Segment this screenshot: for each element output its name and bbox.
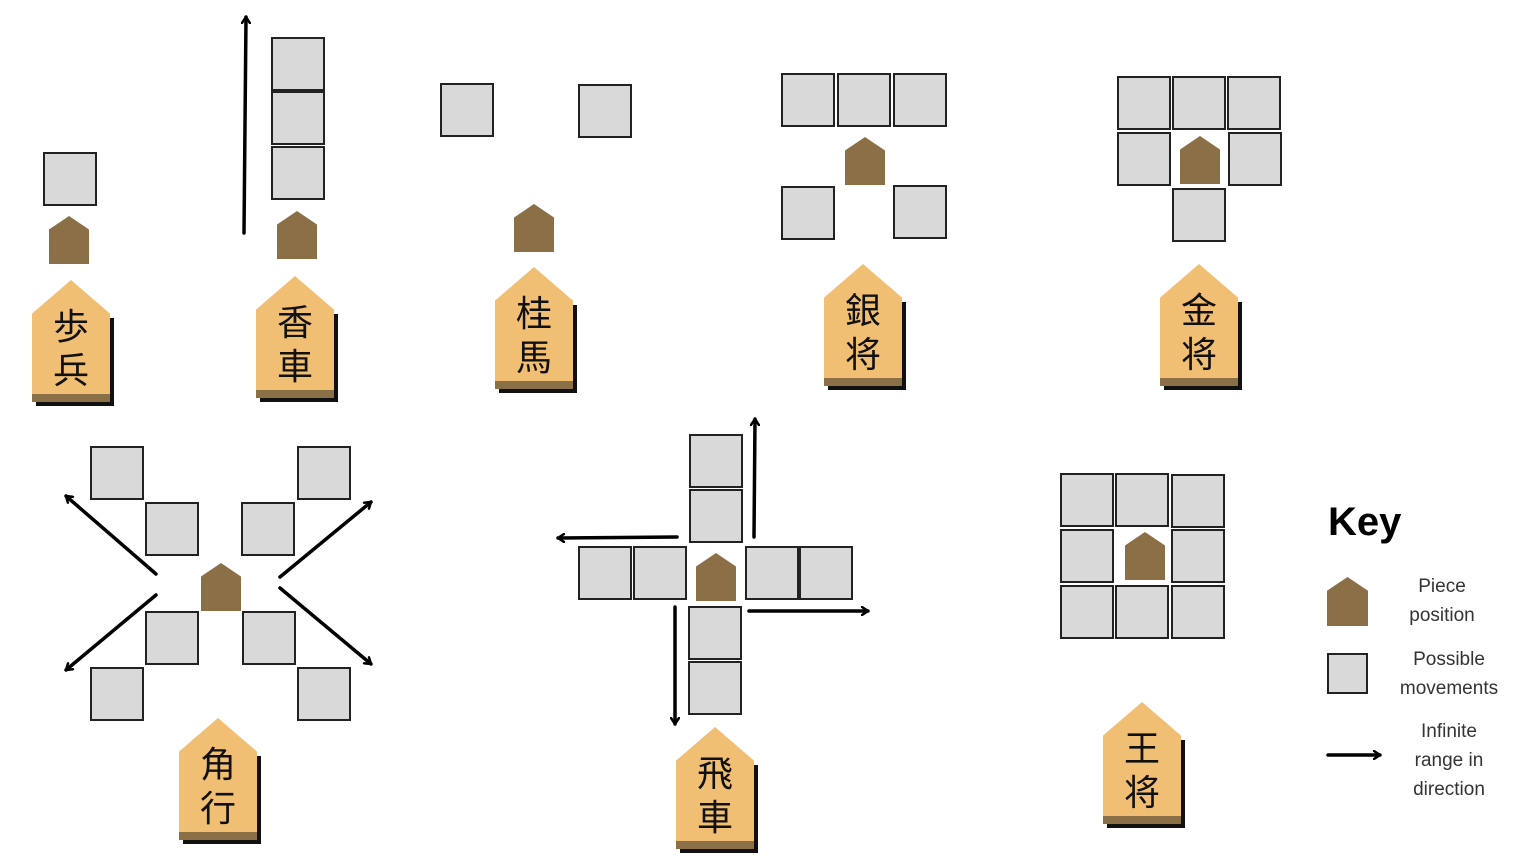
kanji-char: 飛 xyxy=(696,754,733,795)
kanji-char: 桂 xyxy=(515,294,552,335)
move-square xyxy=(1172,188,1226,242)
move-square xyxy=(688,661,742,715)
piece-position-icon xyxy=(845,137,885,185)
arrow-up-left-icon xyxy=(64,494,158,576)
move-square xyxy=(893,73,947,127)
move-square xyxy=(440,83,494,137)
move-square xyxy=(1227,76,1281,130)
move-square xyxy=(689,489,743,543)
move-square xyxy=(1171,529,1225,583)
move-square xyxy=(781,186,835,240)
silver-piece: 銀将 xyxy=(824,264,906,390)
move-square xyxy=(1115,585,1169,639)
move-square xyxy=(1172,76,1226,130)
kanji-char: 王 xyxy=(1123,729,1160,770)
kanji-char: 金 xyxy=(1180,291,1217,332)
move-square xyxy=(90,667,144,721)
kanji-char: 車 xyxy=(276,347,313,388)
piece-position-icon xyxy=(696,553,736,601)
rook-piece: 飛車 xyxy=(676,727,758,853)
move-square xyxy=(297,667,351,721)
kanji-char: 将 xyxy=(1180,335,1217,376)
possible-movement-square-icon xyxy=(1327,653,1368,694)
move-square xyxy=(297,446,351,500)
knight-piece: 桂馬 xyxy=(495,267,577,393)
move-square xyxy=(1171,585,1225,639)
gold-piece: 金将 xyxy=(1160,264,1242,390)
piece-position-icon xyxy=(277,211,317,259)
kanji-char: 香 xyxy=(276,303,313,344)
move-square xyxy=(271,91,325,145)
move-square xyxy=(43,152,97,206)
piece-position-icon xyxy=(1327,577,1368,626)
move-square xyxy=(781,73,835,127)
lance-piece: 香車 xyxy=(256,276,338,402)
move-square xyxy=(271,146,325,200)
move-square xyxy=(1060,529,1114,583)
move-square xyxy=(1171,474,1225,528)
arrow-up-icon xyxy=(244,15,246,235)
move-square xyxy=(1117,76,1171,130)
move-square xyxy=(745,546,799,600)
move-square xyxy=(688,606,742,660)
move-square xyxy=(578,546,632,600)
move-square xyxy=(578,84,632,138)
move-square xyxy=(1060,585,1114,639)
move-square xyxy=(1060,473,1114,527)
move-square xyxy=(90,446,144,500)
kanji-char: 車 xyxy=(696,798,733,839)
move-square xyxy=(893,185,947,239)
move-square xyxy=(1117,132,1171,186)
kanji-char: 兵 xyxy=(52,351,89,392)
move-square xyxy=(145,502,199,556)
piece-position-icon xyxy=(514,204,554,252)
pawn-piece: 歩兵 xyxy=(32,280,114,406)
kanji-char: 銀 xyxy=(844,291,881,332)
move-square xyxy=(1228,132,1282,186)
kanji-char: 行 xyxy=(199,789,236,830)
king-piece: 王将 xyxy=(1103,702,1185,828)
piece-position-icon xyxy=(49,216,89,264)
move-square xyxy=(145,611,199,665)
kanji-char: 将 xyxy=(1123,773,1160,814)
move-square xyxy=(241,502,295,556)
move-square xyxy=(242,611,296,665)
arrow-left-icon xyxy=(556,537,679,538)
kanji-char: 馬 xyxy=(515,338,552,379)
kanji-char: 将 xyxy=(844,335,881,376)
legend-title: Key xyxy=(1328,500,1402,544)
move-square xyxy=(837,73,891,127)
bishop-piece: 角行 xyxy=(179,718,261,844)
piece-position-icon xyxy=(1180,136,1220,184)
move-square xyxy=(633,546,687,600)
arrow-down-left-icon xyxy=(64,593,158,672)
move-square xyxy=(1115,473,1169,527)
move-square xyxy=(689,434,743,488)
kanji-char: 角 xyxy=(199,745,236,786)
move-square xyxy=(799,546,853,600)
move-square xyxy=(271,37,325,91)
kanji-char: 歩 xyxy=(52,307,89,348)
arrow-up-icon xyxy=(754,417,755,539)
piece-position-icon xyxy=(1125,532,1165,580)
piece-position-icon xyxy=(201,563,241,611)
